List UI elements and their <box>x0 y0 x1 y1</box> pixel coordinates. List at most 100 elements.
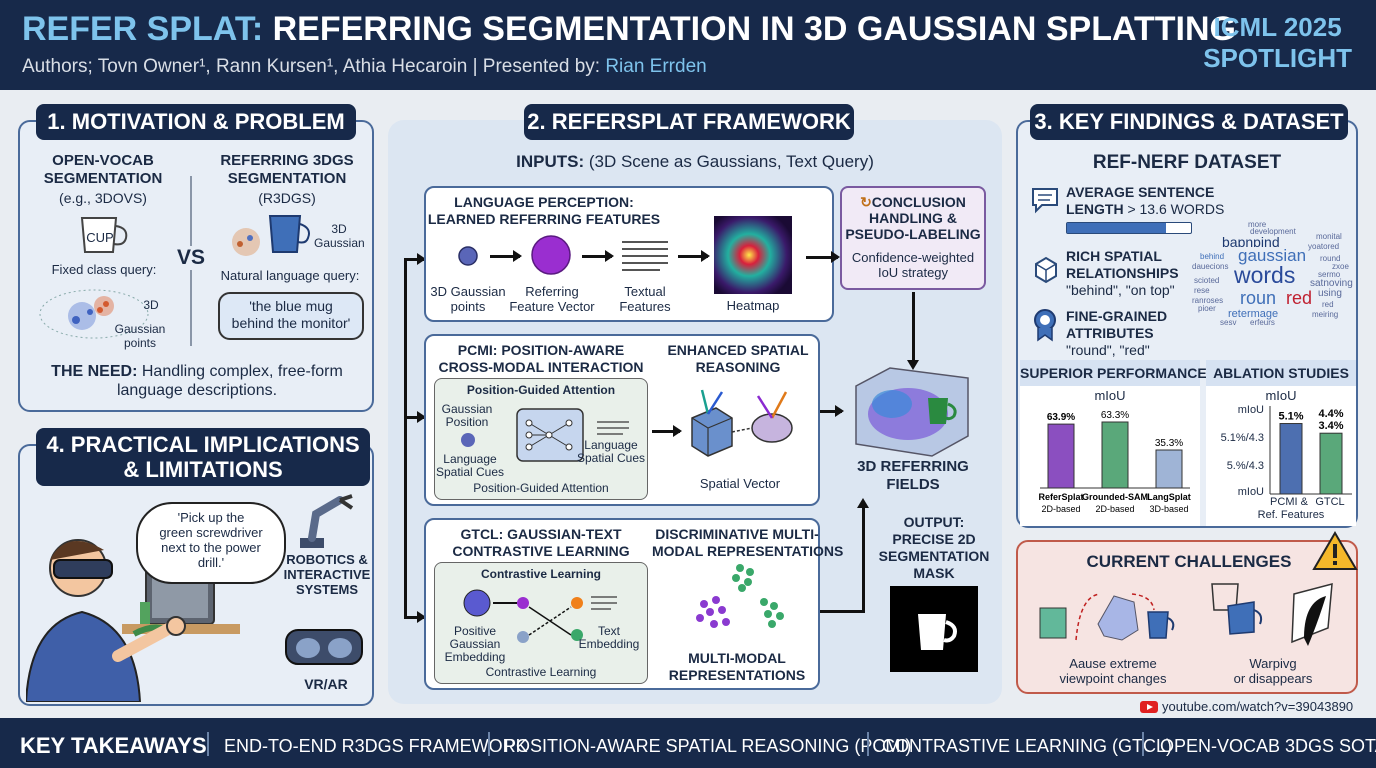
instruction-line2: green screwdriver <box>159 525 263 540</box>
right-gaussian-label: Gaussian <box>314 236 365 250</box>
pcmi-to-fields-arrow <box>820 405 844 417</box>
lp-label-feature-2: Feature Vector <box>509 299 595 314</box>
robotics-line3: SYSTEMS <box>295 582 359 597</box>
gtcl-title: GTCL: GAUSSIAN-TEXT CONTRASTIVE LEARNING <box>426 526 656 560</box>
referring-line2: SEGMENTATION <box>227 170 347 187</box>
feature-vector-icon <box>531 235 571 275</box>
avg-length-text: AVERAGE SENTENCE LENGTH > 13.6 WORDS <box>1066 184 1236 218</box>
natural-query-label: Natural language query: <box>220 268 360 283</box>
conclusion-line2: HANDLING & <box>869 210 957 226</box>
pcmi-title-line2: CROSS-MODAL INTERACTION <box>438 359 644 375</box>
vrar-label: VR/AR <box>304 676 348 692</box>
gtcl-box: GTCL: GAUSSIAN-TEXT CONTRASTIVE LEARNING… <box>424 518 843 690</box>
text-features-icon <box>622 241 668 271</box>
conclusion-desc: Confidence-weighted IoU strategy <box>842 250 984 280</box>
title-accent: REFER SPLAT: <box>22 10 264 48</box>
performance-bar <box>1155 449 1183 489</box>
gauss-pos-label: Gaussian Position <box>437 403 497 429</box>
lp-arrow-3 <box>678 250 710 262</box>
ablation-bar <box>1279 423 1303 495</box>
ablation-metric: mIoU <box>1265 388 1297 403</box>
key-takeaways-bar: KEY TAKEAWAYS END-TO-END R3DGS FRAMEWORK… <box>0 718 1376 768</box>
implications-title: 4. PRACTICAL IMPLICATIONS & LIMITATIONS <box>36 428 370 486</box>
ablation-bar-label: 4.4% <box>1318 408 1343 420</box>
cloud-word: ranroses <box>1192 296 1224 305</box>
gaussian-point-icon <box>458 246 478 266</box>
right-3d-label: 3D <box>331 222 347 236</box>
youtube-link[interactable]: youtube.com/watch?v=39043890 <box>1140 698 1360 716</box>
lp-arrow-2 <box>582 250 614 262</box>
rich-line2: RELATIONSHIPS <box>1066 265 1179 281</box>
avg-line2-value: > 13.6 WORDS <box>1127 201 1225 217</box>
dataset-title: REF-NERF DATASET <box>1092 152 1282 173</box>
pcmi-box: PCMI: POSITION-AWARE CROSS-MODAL INTERAC… <box>424 334 820 506</box>
robot-arm-icon <box>300 494 354 548</box>
robotics-label: ROBOTICS & INTERACTIVE SYSTEMS <box>282 552 372 597</box>
esr-line1: ENHANCED SPATIAL <box>667 342 809 358</box>
cloud-word: sesv <box>1220 318 1237 327</box>
fine-grained-text: FINE-GRAINED ATTRIBUTES "round", "red" <box>1066 308 1226 359</box>
takeaway-item: CONTRASTIVE LEARNING (GTCL) <box>882 736 1173 756</box>
badge-line1: ICML 2025 <box>1213 12 1342 42</box>
ablation-ytick1: mIoU <box>1237 404 1264 416</box>
cloud-word: round <box>1320 254 1341 263</box>
vr-headset-icon <box>285 629 363 665</box>
dmr-line1: DISCRIMINATIVE MULTI- <box>655 526 819 542</box>
lp-arrow-1 <box>490 250 522 262</box>
gtcl-title-line1: GTCL: GAUSSIAN-TEXT <box>460 526 622 542</box>
branch-arrow-gtcl <box>404 611 426 623</box>
mmr-line2: REPRESENTATIONS <box>668 667 806 683</box>
lp-label-points-2: points <box>450 299 486 314</box>
performance-chart-box: SUPERIOR PERFORMANCE mIoU 63.9%ReferSpla… <box>1020 360 1207 526</box>
lang-cues-left-2: Spatial Cues <box>435 465 505 479</box>
contrastive-diagram <box>463 589 617 643</box>
implications-title-line1: 4. PRACTICAL IMPLICATIONS <box>46 432 360 457</box>
lp-label-textual: Textual Features <box>606 284 684 314</box>
positive-gaussian-label: Positive Gaussian Embedding <box>439 625 511 664</box>
cloud-word: zxoe <box>1332 262 1349 271</box>
cloud-word: development <box>1250 227 1296 236</box>
lang-cues-left-1: Language <box>443 452 497 466</box>
referring-line1: REFERRING 3DGS <box>220 152 354 169</box>
conference-badge: ICML 2025 SPOTLIGHT <box>1203 12 1352 74</box>
youtube-icon <box>1140 700 1158 713</box>
inputs-label: INPUTS: <box>516 152 585 171</box>
pcmi-title: PCMI: POSITION-AWARE CROSS-MODAL INTERAC… <box>426 342 656 376</box>
authors-text: Authors; Tovn Owner¹, Rann Kursen¹, Athi… <box>22 56 601 77</box>
gauss-pos-line2: Position <box>445 415 489 429</box>
lp-label-textual-2: Features <box>619 299 671 314</box>
cloud-word: roun <box>1240 288 1277 308</box>
cloud-word: baɒnɒind <box>1222 234 1280 250</box>
implications-title-line2: & LIMITATIONS <box>123 457 283 482</box>
output-line1: OUTPUT: <box>903 514 965 530</box>
performance-bar <box>1101 421 1129 489</box>
referring-fields-line2: FIELDS <box>886 476 940 493</box>
mmr-label: MULTI-MODAL REPRESENTATIONS <box>652 650 822 684</box>
referring-fields-line1: 3D REFERRING <box>857 458 969 475</box>
word-cloud: more monital development baɒnɒind yoator… <box>1192 220 1356 330</box>
performance-metric: mIoU <box>1094 388 1126 403</box>
positive-line3: Embedding <box>444 650 506 664</box>
spatial-vector-label: Spatial Vector <box>699 476 781 491</box>
lp-title-line2: LEARNED REFERRING FEATURES <box>427 211 661 227</box>
branch-arrow-pcmi <box>404 411 426 423</box>
conclusion-line1: ↻CONCLUSION <box>842 194 984 210</box>
performance-x-label: Grounded-SAM <box>1082 492 1148 502</box>
lp-label-heatmap: Heatmap <box>726 298 780 313</box>
rich-line3: "behind", "on top" <box>1066 282 1175 298</box>
performance-bar <box>1047 423 1075 489</box>
ablation-x1-line1: PCMI & <box>1270 496 1308 508</box>
cloud-word: retermage <box>1228 308 1279 320</box>
lp-label-feature: Referring Feature Vector <box>504 284 600 314</box>
referring-fields-label: 3D REFERRING FIELDS <box>840 458 986 494</box>
ablation-bar-label: 3.4% <box>1318 420 1343 432</box>
text-emb-line1: Text <box>597 624 620 638</box>
lang-cues-left: Language Spatial Cues <box>435 453 505 479</box>
vs-label: VS <box>174 246 208 270</box>
output-line3: SEGMENTATION <box>878 548 990 564</box>
open-vocab-line1: OPEN-VOCAB <box>52 152 154 169</box>
poster-title: REFER SPLAT: REFERRING SEGMENTATION IN 3… <box>22 10 1236 49</box>
lp-label-points-1: 3D Gaussian <box>430 284 506 299</box>
performance-x-label: LangSplat <box>1147 492 1191 502</box>
left-3d-label: 3D <box>143 298 159 312</box>
